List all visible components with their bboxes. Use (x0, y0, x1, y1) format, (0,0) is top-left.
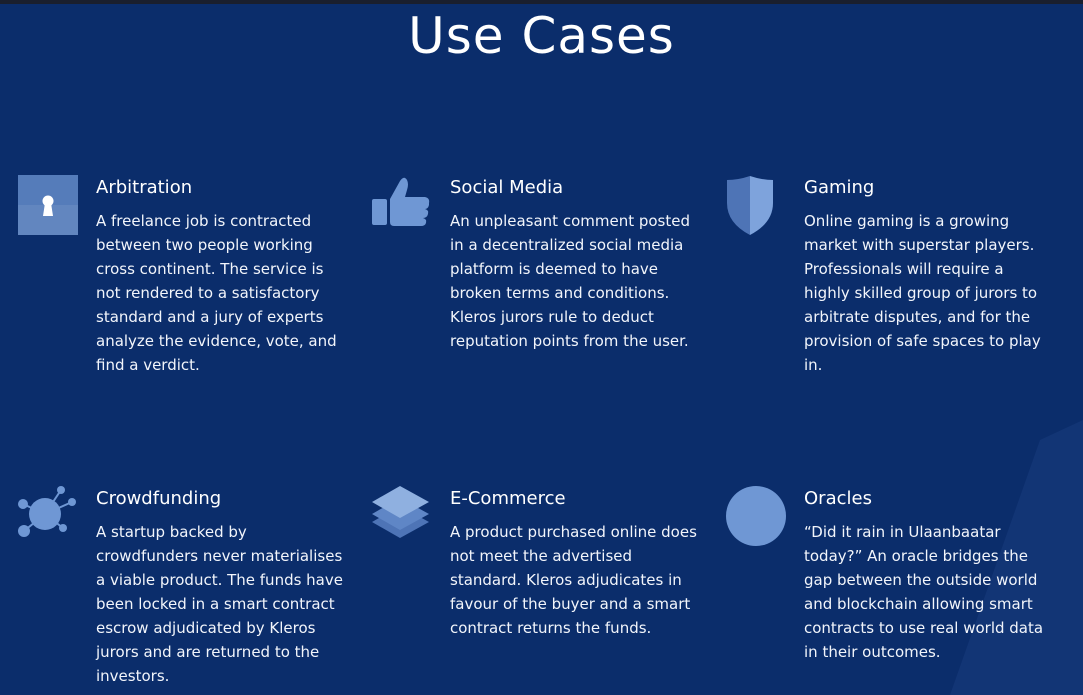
page-title: Use Cases (408, 7, 675, 65)
card-title: Oracles (804, 488, 872, 509)
card-title: Gaming (804, 177, 875, 198)
layers-icon (372, 486, 432, 546)
network-nodes-icon (18, 486, 78, 546)
card-description: Online gaming is a growing market with s… (804, 212, 1041, 374)
card-title: Crowdfunding (96, 488, 222, 509)
card-title: Arbitration (96, 177, 193, 198)
circle-icon (726, 486, 786, 546)
card-description: A product purchased online does not meet… (450, 523, 697, 637)
keyhole-icon (18, 175, 78, 235)
thumbs-up-icon (372, 175, 432, 235)
card-description: An unpleasant comment posted in a decent… (450, 212, 690, 350)
card-title: E-Commerce (450, 488, 566, 509)
card-description: “Did it rain in Ulaanbaatar today?” An o… (804, 523, 1044, 661)
top-bar (0, 0, 1083, 4)
card-description: A freelance job is contracted between tw… (96, 212, 337, 374)
card-description: A startup backed by crowdfunders never m… (96, 523, 343, 685)
card-title: Social Media (450, 177, 564, 198)
shield-icon (726, 175, 786, 235)
